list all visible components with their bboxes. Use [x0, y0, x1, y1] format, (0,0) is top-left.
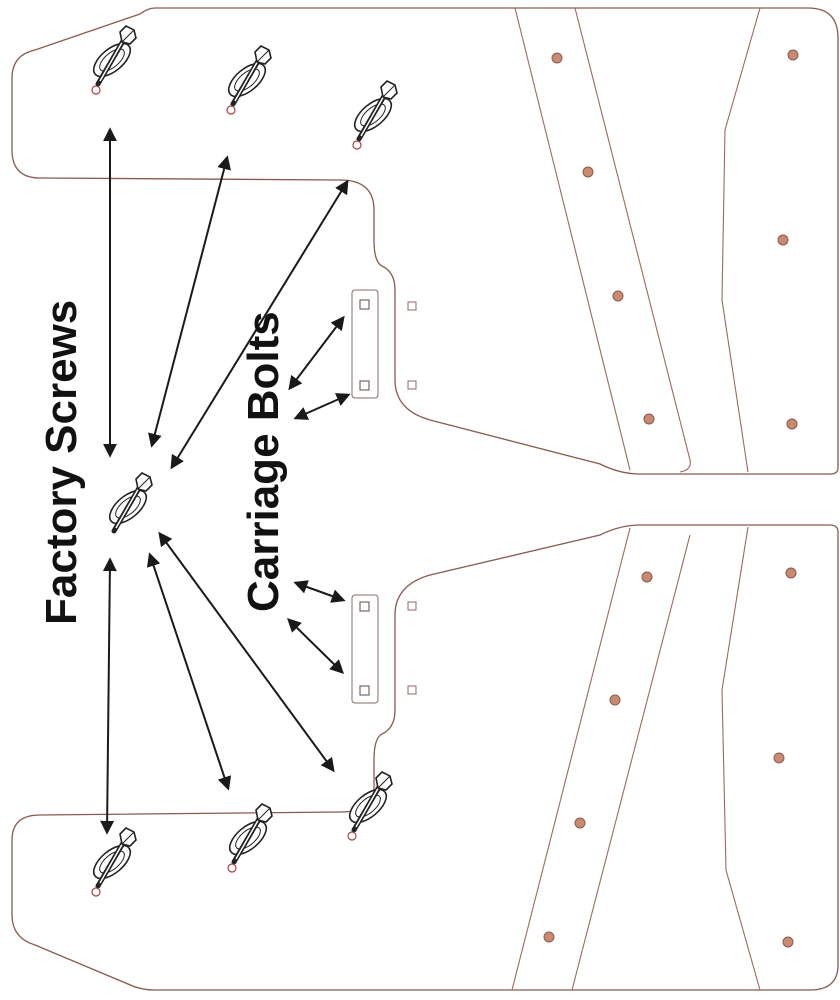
lower-rivets: [543, 567, 797, 948]
screw-icon: [224, 804, 272, 873]
arrow-icon: [293, 580, 346, 603]
arrow-icon: [100, 557, 117, 835]
square-hole: [359, 685, 370, 696]
square-hole: [407, 301, 417, 311]
arrow-icon: [288, 315, 345, 391]
rivet-icon: [641, 571, 653, 583]
rivet-icon: [787, 49, 799, 61]
rivet-icon: [582, 166, 594, 178]
square-hole: [407, 380, 417, 390]
rivet-icon: [773, 752, 785, 764]
square-hole: [359, 299, 370, 310]
square-hole: [359, 601, 370, 612]
rivet-icon: [786, 418, 798, 430]
square-hole: [359, 380, 370, 391]
slot-icon: [351, 594, 379, 704]
rivet-icon: [777, 234, 789, 246]
screw-icon: [344, 772, 392, 841]
arrow-icon: [148, 155, 231, 448]
arrow-icon: [158, 531, 335, 773]
screw-icon: [223, 46, 271, 115]
screw-icon: [88, 828, 136, 897]
square-hole: [407, 601, 417, 611]
arrow-icon: [146, 552, 232, 791]
rivet-icon: [785, 567, 797, 579]
factory-screws-label: Factory Screws: [37, 300, 86, 625]
screws: [88, 26, 397, 897]
rivet-icon: [543, 931, 555, 943]
rivet-icon: [643, 413, 655, 425]
rivet-icon: [574, 817, 586, 829]
arrows: [100, 127, 351, 835]
screw-icon: [104, 473, 152, 531]
carriage-bolts-label: Carriage Bolts: [239, 311, 288, 612]
slot-icon: [351, 289, 379, 399]
lower-bracket: [351, 594, 417, 704]
arrow-icon: [170, 179, 349, 470]
rivet-icon: [612, 290, 624, 302]
screw-icon: [349, 81, 397, 150]
upper-mud-flap: [11, 7, 839, 475]
lower-mud-flap: [11, 524, 839, 991]
rivet-icon: [782, 936, 794, 948]
rivet-icon: [551, 52, 563, 64]
upper-bracket: [351, 289, 417, 399]
rivet-icon: [609, 694, 621, 706]
square-hole: [407, 685, 417, 695]
upper-rivets: [551, 49, 799, 430]
screw-icon: [88, 26, 136, 95]
arrow-icon: [293, 393, 351, 420]
arrow-icon: [287, 618, 344, 674]
